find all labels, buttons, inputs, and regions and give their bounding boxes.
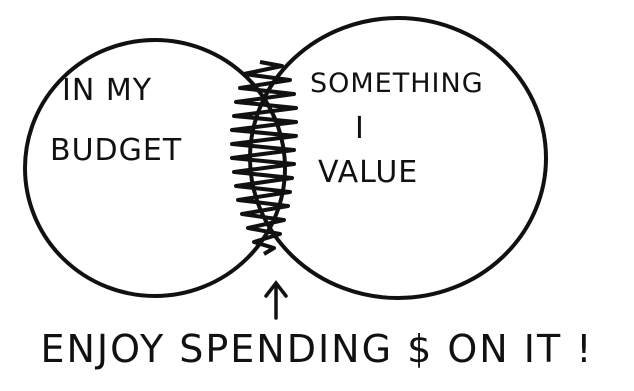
left-circle [23,38,287,298]
right-label-line1: SOMETHING [310,68,484,99]
left-label-line2: BUDGET [50,133,182,168]
right-label-line3: VALUE [318,155,418,190]
right-label-line2: I [355,111,365,146]
overlap-scribble [230,60,298,256]
arrow-up-icon [264,280,288,320]
left-label-line1: IN MY [62,73,152,108]
caption: ENJOY SPENDING $ ON IT ! [40,327,594,371]
